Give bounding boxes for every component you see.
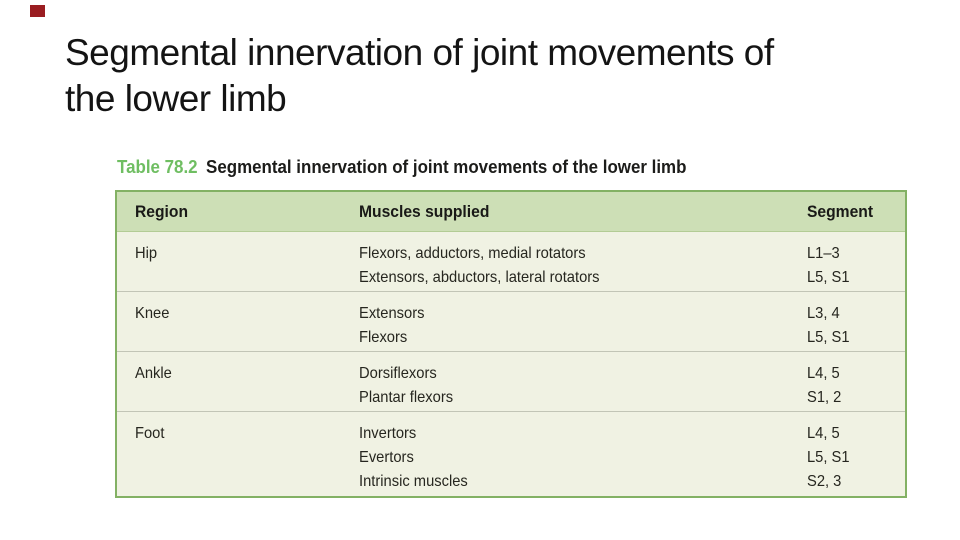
table-group-foot: Foot Invertors L4, 5 Evertors L5, S1 Int… (117, 412, 905, 495)
slide-title-line1: Segmental innervation of joint movements… (65, 32, 774, 73)
segment-cell: S1, 2 (807, 389, 842, 406)
table-row: Extensors, abductors, lateral rotators L… (117, 266, 905, 290)
muscles-cell: Extensors, abductors, lateral rotators (359, 269, 600, 286)
column-header-segment: Segment (807, 201, 874, 221)
region-cell (135, 386, 341, 410)
table-row: Hip Flexors, adductors, medial rotators … (117, 242, 905, 266)
slide-title: Segmental innervation of joint movements… (65, 30, 905, 122)
region-cell: Ankle (135, 365, 172, 382)
segment-cell: L4, 5 (807, 425, 840, 442)
segment-cell: L3, 4 (807, 305, 840, 322)
table-row: Ankle Dorsiflexors L4, 5 (117, 362, 905, 386)
table-row: Flexors L5, S1 (117, 326, 905, 350)
table-row: Foot Invertors L4, 5 (117, 422, 905, 446)
muscles-cell: Evertors (359, 449, 414, 466)
muscles-cell: Invertors (359, 425, 417, 442)
row-separator (117, 411, 905, 412)
muscles-cell: Flexors, adductors, medial rotators (359, 245, 586, 262)
segment-cell: L1–3 (807, 245, 840, 262)
region-cell (135, 266, 341, 290)
table-row: Plantar flexors S1, 2 (117, 386, 905, 410)
muscles-cell: Plantar flexors (359, 389, 454, 406)
table-caption: Table 78.2 Segmental innervation of joint… (117, 156, 686, 178)
segment-cell: L5, S1 (807, 449, 850, 466)
column-header-muscles: Muscles supplied (359, 201, 490, 221)
region-cell (135, 326, 341, 350)
segment-cell: S2, 3 (807, 473, 842, 490)
slide-title-line2: the lower limb (65, 78, 287, 119)
region-cell (135, 470, 341, 494)
muscles-cell: Extensors (359, 305, 425, 322)
slide-accent-mark (30, 5, 45, 17)
muscles-cell: Intrinsic muscles (359, 473, 468, 490)
table-row: Intrinsic muscles S2, 3 (117, 470, 905, 494)
region-cell: Knee (135, 305, 170, 322)
region-cell: Foot (135, 425, 165, 442)
muscles-cell: Flexors (359, 329, 408, 346)
table-group-knee: Knee Extensors L3, 4 Flexors L5, S1 (117, 292, 905, 351)
table-group-ankle: Ankle Dorsiflexors L4, 5 Plantar flexors… (117, 352, 905, 411)
table-group-hip: Hip Flexors, adductors, medial rotators … (117, 232, 905, 291)
segment-cell: L4, 5 (807, 365, 840, 382)
region-cell: Hip (135, 245, 158, 262)
segment-cell: L5, S1 (807, 269, 850, 286)
row-separator (117, 351, 905, 352)
table-row: Knee Extensors L3, 4 (117, 302, 905, 326)
table-row: Evertors L5, S1 (117, 446, 905, 470)
segment-cell: L5, S1 (807, 329, 850, 346)
innervation-table: Region Muscles supplied Segment Hip Flex… (115, 190, 907, 498)
table-caption-title: Segmental innervation of joint movements… (206, 157, 687, 177)
region-cell (135, 446, 341, 470)
row-separator (117, 291, 905, 292)
muscles-cell: Dorsiflexors (359, 365, 437, 382)
table-header-row: Region Muscles supplied Segment (117, 192, 905, 232)
column-header-region: Region (135, 201, 189, 221)
table-caption-number: Table 78.2 (117, 157, 198, 177)
